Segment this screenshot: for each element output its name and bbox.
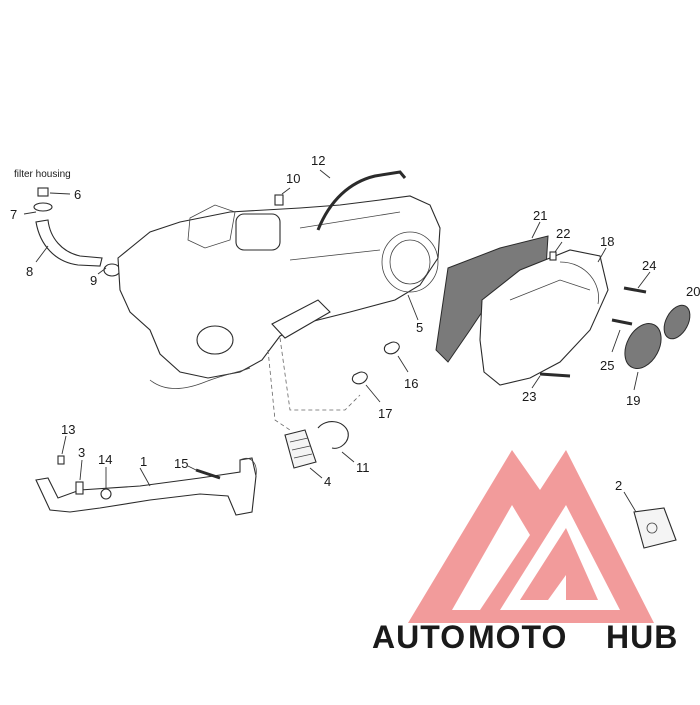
part-8-hose (35, 219, 103, 267)
leader-16 (397, 355, 409, 373)
watermark-auto: AUTO (372, 619, 466, 655)
part-4-intake-grille (284, 429, 317, 469)
part-14-nut (100, 488, 112, 500)
part-24-bolt (623, 286, 647, 294)
leader-25 (611, 329, 621, 353)
leader-18 (597, 247, 607, 263)
leader-21 (531, 221, 541, 239)
part-11-clamp (317, 421, 349, 449)
leader-1 (139, 467, 151, 487)
callout-3: 3 (78, 445, 85, 460)
leader-17 (365, 384, 381, 403)
engine-assembly (117, 195, 441, 389)
engine-intake (271, 299, 331, 339)
callout-2: 2 (615, 478, 622, 493)
callout-10: 10 (286, 171, 300, 186)
leader-12 (319, 169, 331, 179)
part-9-ring (103, 263, 121, 277)
leader-7 (23, 211, 37, 215)
part-18-cover-ridge (509, 279, 591, 301)
callout-24: 24 (642, 258, 656, 273)
leader-13 (61, 435, 67, 455)
logo-inner-mark (520, 528, 598, 600)
callout-21: 21 (533, 208, 547, 223)
callout-8: 8 (26, 264, 33, 279)
watermark-hub: HUB (606, 619, 678, 655)
leader-24 (637, 271, 651, 289)
part-13-bolt (57, 455, 65, 465)
callout-13: 13 (61, 422, 75, 437)
leader-8 (35, 245, 49, 263)
engine-cover-ridge (299, 211, 401, 229)
leader-22 (554, 241, 563, 253)
callout-1: 1 (140, 454, 147, 469)
callout-20: 20 (686, 284, 700, 299)
engine-clutch-inner (389, 239, 431, 285)
guide-line-intake (279, 337, 361, 411)
callout-14: 14 (98, 452, 112, 467)
part-2-plate (633, 507, 677, 549)
leader-11 (341, 451, 355, 463)
part-10-bolt (274, 194, 284, 206)
part-12-breather-pipe (316, 170, 407, 231)
leader-2 (623, 491, 637, 513)
callout-16: 16 (404, 376, 418, 391)
callout-7: 7 (10, 207, 17, 222)
part-7-clamp (33, 202, 53, 212)
callout-23: 23 (522, 389, 536, 404)
part-17-clip (351, 371, 368, 385)
part-2-hole (646, 522, 658, 534)
leader-23 (531, 375, 541, 389)
engine-clutch-cover (381, 231, 439, 293)
callout-18: 18 (600, 234, 614, 249)
leader-19 (633, 371, 639, 391)
leader-3 (79, 459, 83, 481)
callout-6: 6 (74, 187, 81, 202)
part-6-cap (37, 187, 49, 197)
filter-housing-caption: filter housing (14, 169, 71, 180)
part-22-screw (549, 251, 557, 261)
leader-6 (49, 192, 71, 195)
part-18-cover-rim (559, 261, 600, 305)
engine-cable (149, 367, 251, 389)
callout-4: 4 (324, 474, 331, 489)
callout-15: 15 (174, 456, 188, 471)
part-16-clip (383, 341, 400, 355)
part-20-plate (663, 304, 691, 340)
automotohub-logo (408, 450, 654, 623)
engine-starter-motor (235, 213, 281, 251)
callout-12: 12 (311, 153, 325, 168)
watermark-moto: MOTO (468, 619, 567, 655)
filter-housing-parts (33, 187, 121, 277)
leader-9 (97, 267, 107, 275)
leader-4 (309, 467, 323, 479)
callout-5: 5 (416, 320, 423, 335)
part-19-cap (624, 323, 662, 369)
part-15-screw (195, 468, 221, 480)
leader-15 (187, 465, 197, 471)
callout-11: 11 (356, 460, 370, 475)
guide-line-lower (267, 349, 291, 431)
part-23-bolt (539, 372, 571, 378)
callout-9: 9 (90, 273, 97, 288)
engine-cylinder-head (187, 204, 236, 249)
leader-10 (281, 187, 291, 195)
callout-22: 22 (556, 226, 570, 241)
engine-crankcase (117, 195, 441, 379)
part-18-cover (479, 249, 609, 386)
part-1-bracket-curl (239, 458, 257, 477)
callout-17: 17 (378, 406, 392, 421)
engine-cover-ridge-2 (289, 249, 381, 261)
callout-25: 25 (600, 358, 614, 373)
engine-oil-filter (196, 325, 234, 355)
part-25-bolt (611, 318, 633, 326)
part-3-stud (75, 481, 84, 495)
logo-inner-cut-left (452, 505, 530, 610)
leader-5 (407, 294, 419, 321)
callout-19: 19 (626, 393, 640, 408)
